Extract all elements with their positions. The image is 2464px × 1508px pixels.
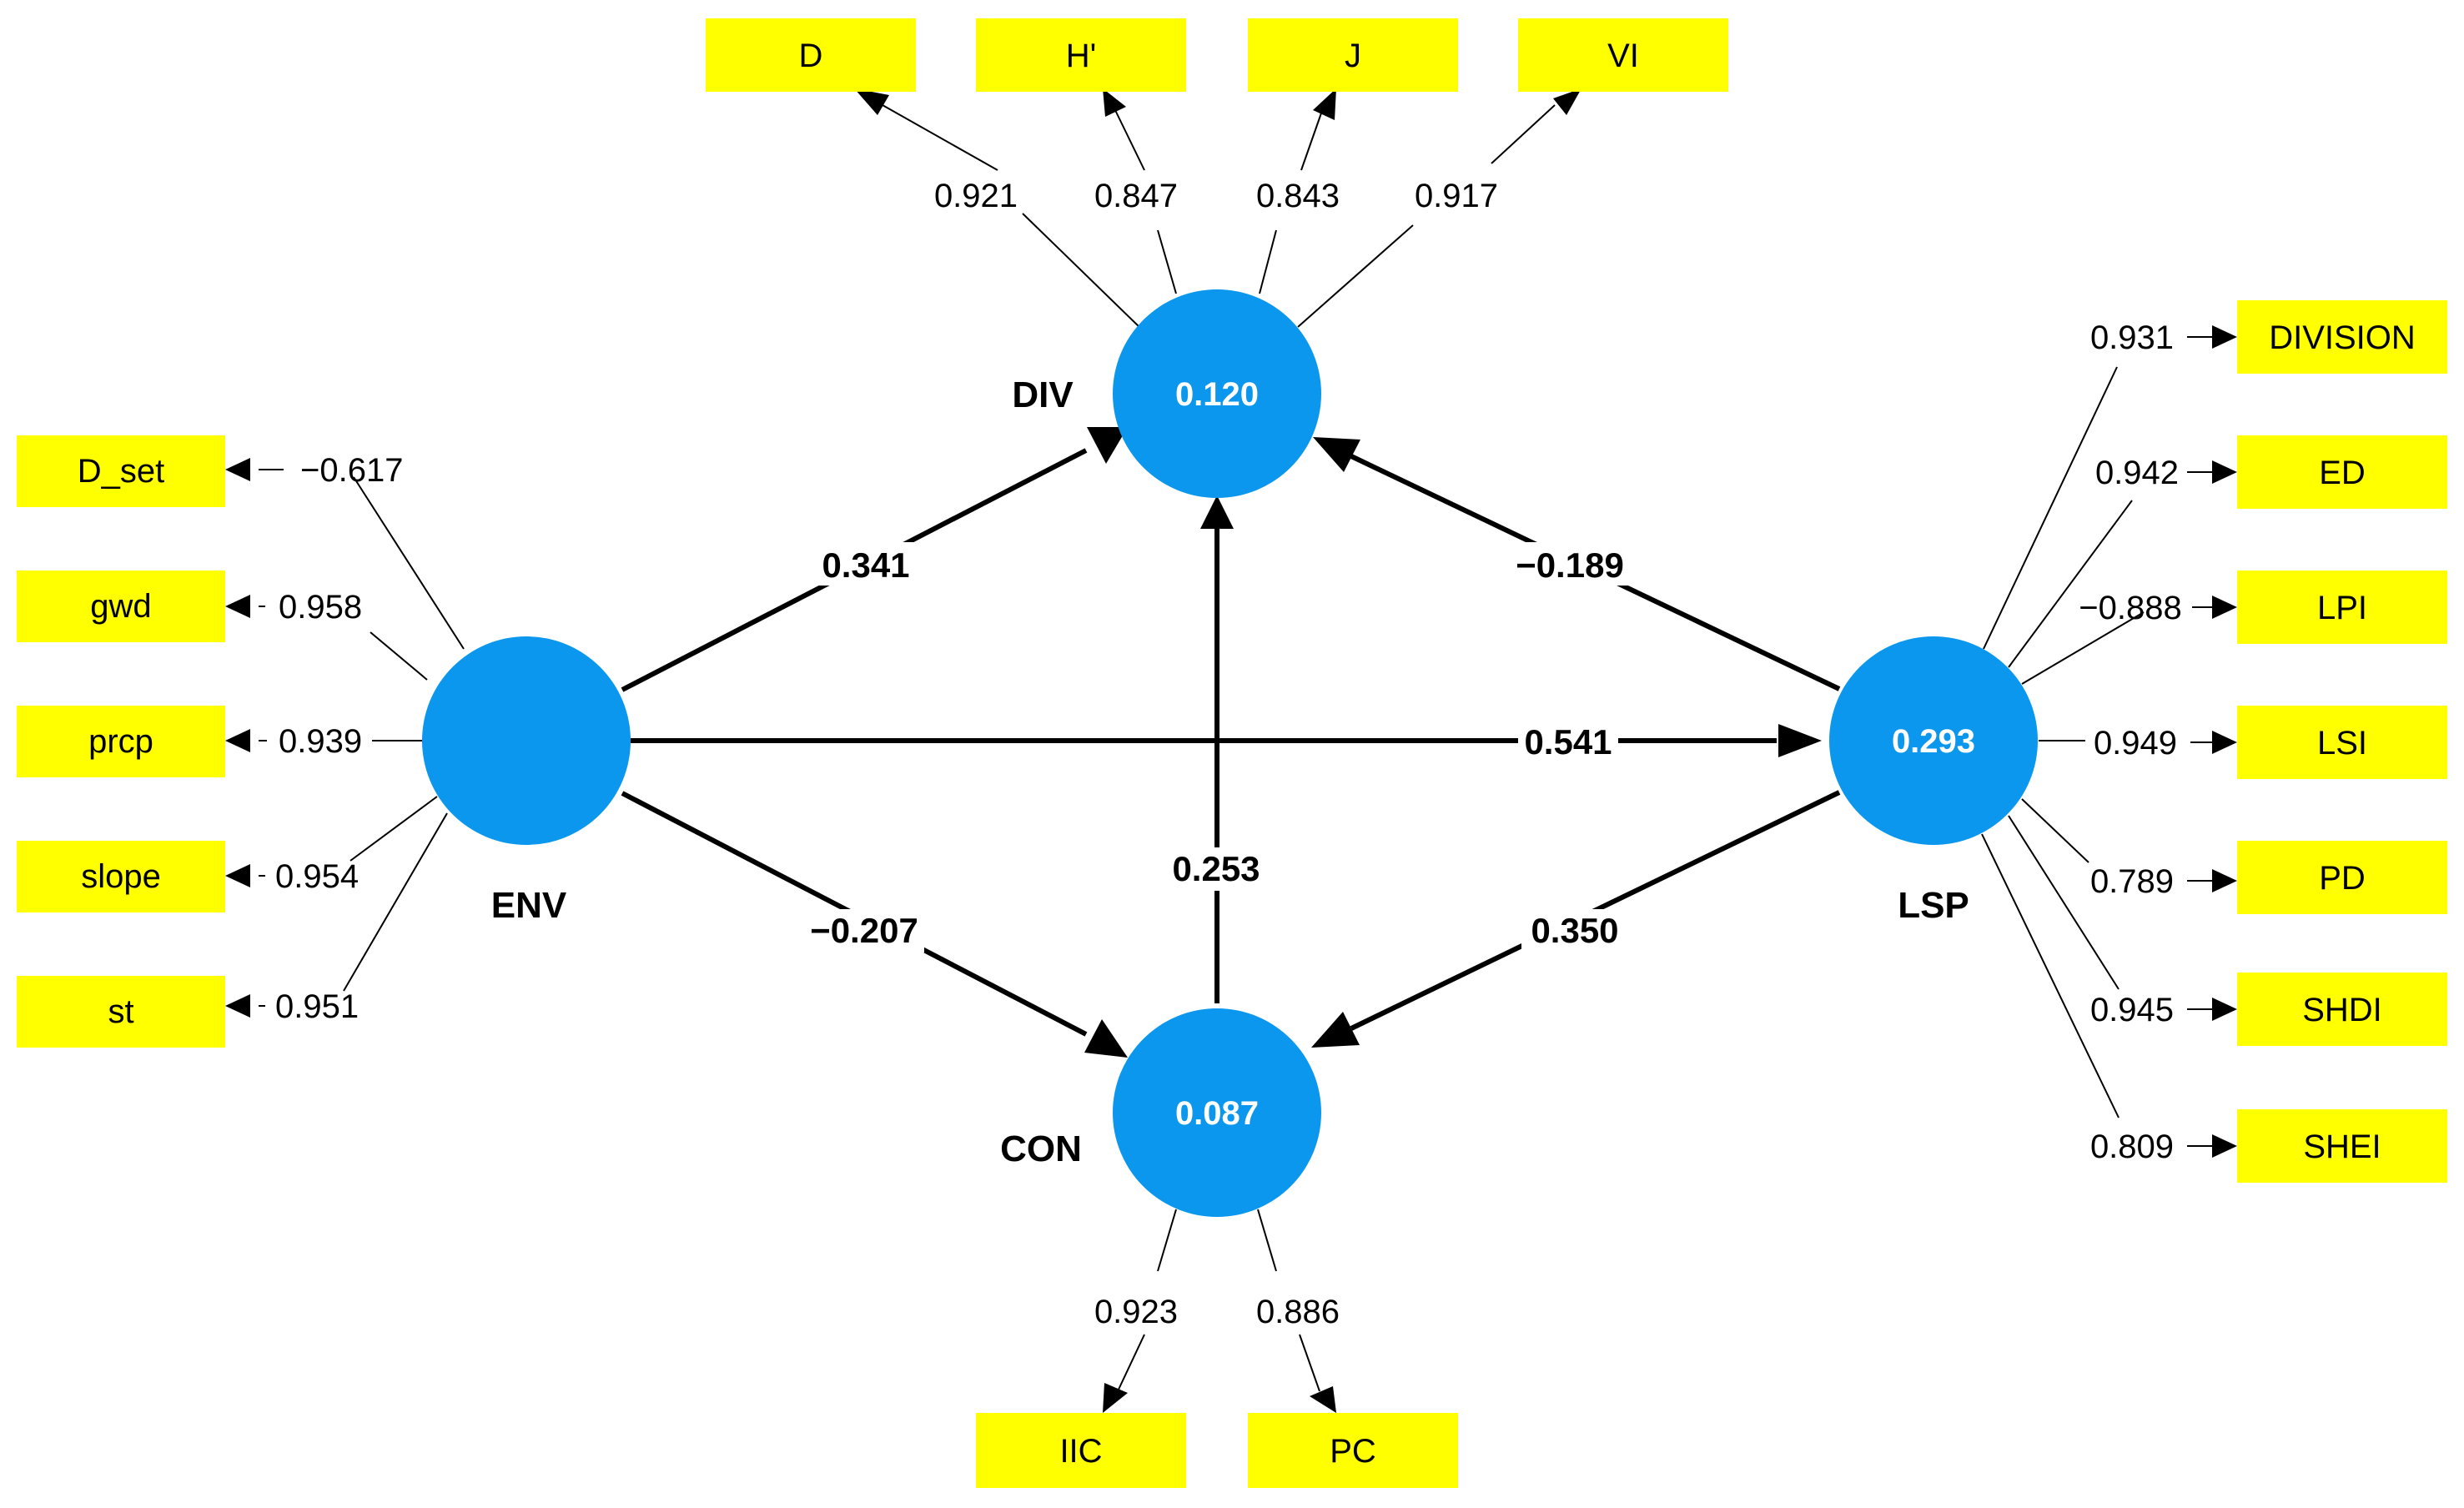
indicator-j: J <box>1345 38 1361 74</box>
lsp-loading-lpi: −0.888 <box>2079 590 2181 626</box>
con-indicators: IIC PC <box>976 1413 1458 1488</box>
path-env-lsp-coef: 0.541 <box>1524 722 1612 762</box>
indicator-box-lsi <box>2237 706 2447 779</box>
indicator-box-lpi <box>2237 571 2447 644</box>
indicator-box-pc <box>1248 1413 1458 1488</box>
indicator-box-prcp <box>17 706 225 777</box>
indicator-box-h <box>976 18 1186 92</box>
indicator-box-iic <box>976 1413 1186 1488</box>
indicator-lsi: LSI <box>2317 725 2367 762</box>
path-lsp-con-arrowhead <box>1311 1012 1360 1048</box>
path-lsp-con-coef: 0.350 <box>1531 911 1618 950</box>
env-loading-st: 0.951 <box>275 988 359 1025</box>
indicator-prcp: prcp <box>88 723 153 760</box>
lsp-loading-division: 0.931 <box>2090 319 2174 356</box>
latent-con-label: CON <box>1000 1128 1082 1169</box>
indicator-shdi: SHDI <box>2302 992 2382 1028</box>
latent-lsp-r2: 0.293 <box>1892 723 1975 760</box>
lsp-loadings: 0.931 0.942 −0.888 0.949 0.789 0.945 0.8… <box>1981 319 2237 1165</box>
lsp-loading-lsi: 0.949 <box>2094 725 2177 762</box>
path-env-div-arrowhead <box>1087 427 1128 464</box>
indicator-box-d <box>706 18 916 92</box>
indicator-box-shei <box>2237 1109 2447 1183</box>
env-loading-slope: 0.954 <box>275 858 359 895</box>
div-loading-d: 0.921 <box>934 178 1018 214</box>
indicator-box-ed <box>2237 435 2447 509</box>
indicator-shei: SHEI <box>2303 1128 2381 1165</box>
indicator-box-vi <box>1518 18 1728 92</box>
indicator-box-division <box>2237 300 2447 374</box>
indicator-dset: D_set <box>78 453 165 490</box>
indicator-pc: PC <box>1330 1433 1376 1470</box>
indicator-box-pd <box>2237 841 2447 914</box>
path-con-div-arrowhead <box>1200 495 1234 529</box>
structural-paths <box>621 427 1841 1058</box>
path-env-div-coef: 0.341 <box>822 545 909 585</box>
env-loadings: −0.617 0.958 0.939 0.954 0.951 <box>225 452 465 1025</box>
div-loading-h: 0.847 <box>1094 178 1178 214</box>
con-loading-iic: 0.923 <box>1094 1294 1178 1330</box>
latent-lsp-label: LSP <box>1898 885 1969 926</box>
env-loading-prcp: 0.939 <box>279 723 362 760</box>
path-env-lsp-arrowhead <box>1778 724 1822 757</box>
lsp-indicators: DIVISION ED LPI LSI PD SHDI SHEI <box>2237 300 2447 1183</box>
indicator-box-slope <box>17 841 225 912</box>
indicator-ed: ED <box>2319 455 2366 491</box>
path-coefficients: 0.341 −0.189 0.541 0.253 −0.207 0.350 <box>801 542 1632 953</box>
latent-div-label: DIV <box>1012 374 1074 415</box>
indicator-division: DIVISION <box>2269 319 2416 356</box>
div-indicators: D H' J VI <box>706 18 1728 92</box>
env-loading-gwd: 0.958 <box>279 589 362 626</box>
div-loading-vi: 0.917 <box>1415 178 1498 214</box>
indicator-box-dset <box>17 435 225 507</box>
indicator-slope: slope <box>81 858 161 895</box>
latent-div-circle <box>1113 289 1321 498</box>
indicator-iic: IIC <box>1059 1433 1102 1470</box>
path-env-con-arrowhead <box>1084 1019 1128 1058</box>
path-lsp-div-arrowhead <box>1313 437 1360 472</box>
lsp-loading-pd: 0.789 <box>2090 863 2174 900</box>
latent-div-r2: 0.120 <box>1175 376 1259 413</box>
latent-env-label: ENV <box>491 885 567 926</box>
indicator-box-gwd <box>17 571 225 642</box>
indicator-h: H' <box>1066 38 1097 74</box>
latent-con-circle <box>1113 1008 1321 1217</box>
latent-variables: ENV 0.120 DIV 0.087 CON 0.293 LSP <box>422 289 2038 1217</box>
latent-lsp-circle <box>1829 636 2038 845</box>
con-loading-pc: 0.886 <box>1256 1294 1340 1330</box>
lsp-loading-shei: 0.809 <box>2090 1128 2174 1165</box>
path-env-con-coef: −0.207 <box>810 911 918 950</box>
con-loadings: 0.923 0.886 <box>1094 1209 1340 1413</box>
path-con-div-coef: 0.253 <box>1172 849 1260 888</box>
latent-con-r2: 0.087 <box>1175 1095 1259 1132</box>
indicator-box-j <box>1248 18 1458 92</box>
indicator-box-st <box>17 976 225 1048</box>
lsp-loading-shdi: 0.945 <box>2090 992 2174 1028</box>
indicator-st: st <box>108 993 133 1030</box>
indicator-pd: PD <box>2319 860 2366 897</box>
env-indicators: D_set gwd prcp slope st <box>17 435 225 1048</box>
div-loading-j: 0.843 <box>1256 178 1340 214</box>
latent-env-circle <box>422 636 631 845</box>
lsp-loading-ed: 0.942 <box>2095 455 2179 491</box>
indicator-vi: VI <box>1607 38 1639 74</box>
indicator-gwd: gwd <box>90 588 151 625</box>
indicator-d: D <box>799 38 823 74</box>
div-loadings: 0.921 0.847 0.843 0.917 <box>854 88 1581 331</box>
indicator-lpi: LPI <box>2317 590 2367 626</box>
indicator-box-shdi <box>2237 973 2447 1046</box>
path-lsp-div-coef: −0.189 <box>1516 545 1624 585</box>
env-loading-dset: −0.617 <box>300 452 403 489</box>
